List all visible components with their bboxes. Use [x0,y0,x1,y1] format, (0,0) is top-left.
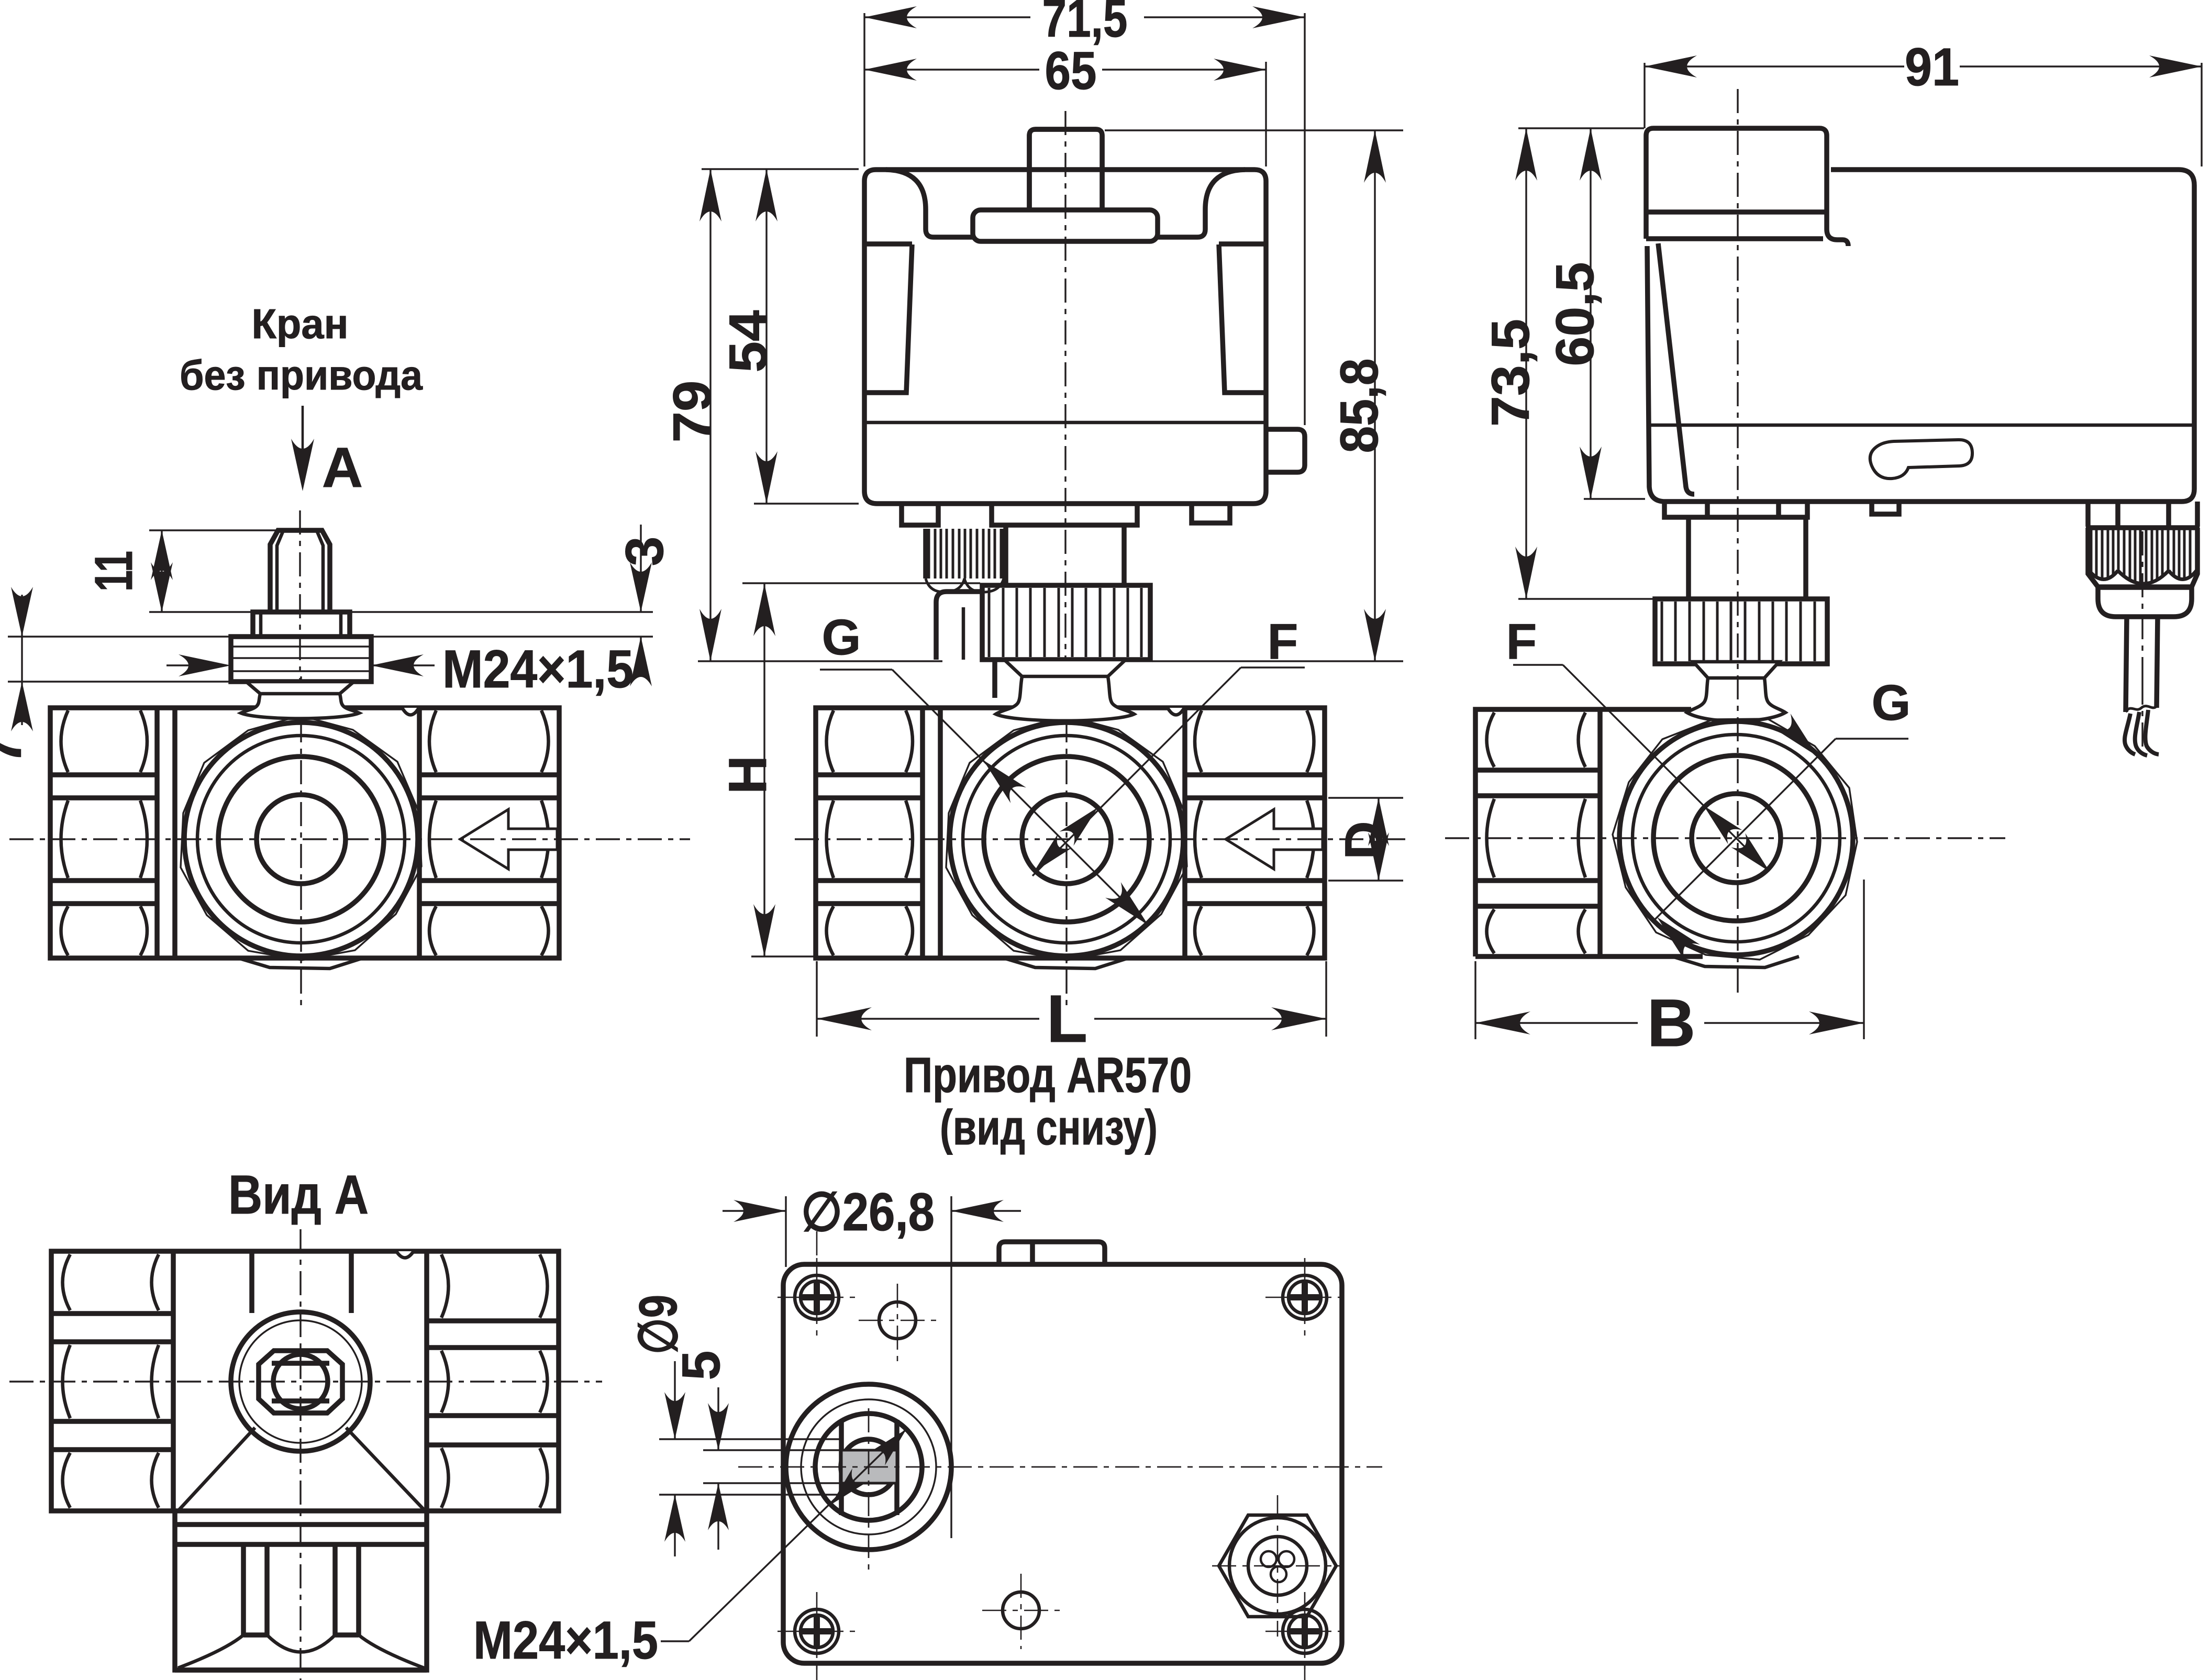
svg-text:3: 3 [615,537,674,566]
svg-text:54: 54 [718,310,778,372]
svg-text:7: 7 [0,735,32,765]
svg-text:71,5: 71,5 [1042,0,1128,48]
svg-text:G: G [1872,675,1911,731]
svg-text:F: F [1506,614,1537,670]
svg-text:H: H [718,755,778,794]
svg-text:11: 11 [84,551,143,592]
svg-text:60,5: 60,5 [1545,262,1605,366]
svg-text:без привода: без привода [180,352,423,398]
svg-text:85,8: 85,8 [1329,359,1389,453]
svg-text:Кран: Кран [252,301,349,347]
svg-text:D: D [1334,821,1394,860]
svg-text:∅9: ∅9 [628,1295,688,1354]
svg-text:G: G [822,609,861,665]
svg-text:Привод AR570: Привод AR570 [904,1048,1192,1103]
svg-text:79: 79 [662,381,722,443]
svg-text:B: B [1647,986,1695,1061]
svg-text:М24×1,5: М24×1,5 [473,1610,658,1670]
svg-text:L: L [1047,982,1087,1056]
svg-text:91: 91 [1905,37,1959,97]
svg-text:∅26,8: ∅26,8 [801,1182,935,1242]
svg-text:(вид снизу): (вид снизу) [940,1100,1158,1155]
svg-text:Вид А: Вид А [228,1164,369,1226]
svg-text:73,5: 73,5 [1481,319,1540,427]
svg-text:65: 65 [1045,41,1097,101]
svg-text:М24×1,5: М24×1,5 [442,639,634,699]
svg-text:5: 5 [671,1351,731,1381]
svg-text:А: А [322,436,363,499]
